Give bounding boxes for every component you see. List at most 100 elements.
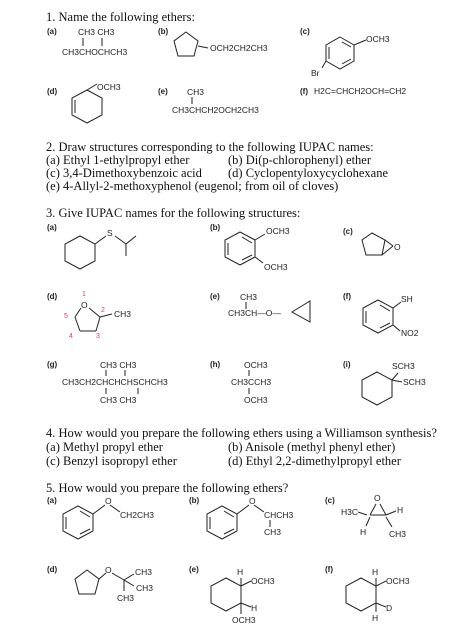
q3f-label: (f)	[343, 292, 351, 301]
q1d-sub: OCH3	[97, 82, 121, 92]
q3d-label: (d)	[47, 292, 58, 301]
q5c-left: H3C	[341, 507, 359, 517]
q1c-label: (c)	[300, 27, 310, 36]
q4b: (b) Anisole (methyl phenyl ether)	[228, 440, 396, 454]
q1b-label: (b)	[158, 27, 169, 36]
q3c-epoxide	[361, 232, 394, 256]
q1e-bond	[191, 97, 193, 104]
q5c-h2: H	[360, 527, 367, 537]
q1a-bottom: CH3CHOCHCH3	[62, 47, 128, 57]
q3i-label: (i)	[343, 360, 351, 369]
q3e-structure	[245, 300, 311, 323]
q3g-top: CH3 CH3	[100, 360, 137, 370]
q3g-label: (g)	[47, 360, 58, 369]
q3d-sub: CH3	[114, 309, 132, 319]
q3i-sub2: SCH3	[403, 377, 426, 387]
q1b-cyclopentane	[173, 31, 209, 57]
q5d-sub1: CH3	[135, 567, 153, 577]
q4d: (d) Ethyl 2,2-dimethylpropyl ether	[228, 454, 401, 468]
q1f-label: (f)	[300, 87, 308, 96]
q1d-cyclohexene	[71, 83, 103, 124]
q1f-formula: H2C=CHCH2OCH=CH2	[314, 86, 407, 96]
q1e-bottom: CH3CHCH2OCH2CH3	[172, 105, 259, 115]
q2d: (d) Cyclopentyloxycyclohexane	[228, 166, 389, 180]
q5b-benzene	[206, 504, 271, 540]
q1a-bonds	[82, 38, 103, 46]
q5b-label: (b)	[189, 496, 200, 505]
q3a-atom: S	[107, 228, 113, 238]
q1e-top: CH3	[187, 87, 205, 97]
q3f-sub1: SH	[401, 294, 413, 304]
q3a-structure	[64, 235, 137, 270]
q4a: (a) Methyl propyl ether	[46, 440, 163, 454]
q5f-sub1: OCH3	[386, 576, 410, 586]
q5c-label: (c)	[325, 496, 335, 505]
q5f-label: (f)	[325, 565, 333, 574]
q3d-n5: 5	[64, 313, 68, 320]
q3-heading: 3. Give IUPAC names for the following st…	[46, 206, 301, 220]
q5f-h1: H	[372, 567, 379, 577]
q3g-middle: CH3CH2CHCHCHSCHCH3	[62, 377, 168, 387]
q5d-sub3: CH3	[117, 593, 135, 603]
q2c: (c) 3,4-Dimethoxybenzoic acid	[46, 166, 202, 180]
q5e-h1: H	[237, 567, 244, 577]
q3f-benzene	[362, 299, 402, 334]
q5f-d: D	[386, 603, 393, 613]
q5b-sub: CHCH3	[264, 510, 294, 520]
q1c-benzene	[321, 36, 367, 70]
q5c-h1: H	[397, 505, 404, 515]
q3i-cyclohexane	[361, 371, 403, 406]
q2e: (e) 4-Allyl-2-methoxyphenol (eugenol; fr…	[46, 179, 339, 193]
q3h-top: OCH3	[244, 360, 268, 370]
q5c-epoxide	[357, 503, 397, 528]
q3b-benzene	[224, 231, 266, 266]
q5e-cyclohexane	[210, 577, 252, 614]
q5d-atom: O	[105, 565, 112, 575]
q4c: (c) Benzyl isopropyl ether	[46, 454, 177, 468]
q5c-ch3: CH3	[389, 529, 407, 539]
q3e-label: (e)	[210, 292, 220, 301]
q3a-label: (a)	[47, 223, 57, 232]
q3d-n3: 3	[96, 333, 100, 340]
q3c-label: (c)	[343, 227, 353, 236]
q1d-label: (d)	[47, 87, 58, 96]
q5e-h2: H	[251, 603, 258, 613]
q5d-structure	[74, 569, 135, 595]
q3d-n2: 2	[101, 307, 105, 314]
q3i-sub1: SCH3	[392, 361, 415, 371]
q5f-cyclohexane	[345, 577, 387, 612]
q5a-sub: CH2CH3	[120, 510, 155, 520]
q3d-n1: 1	[82, 291, 86, 298]
q5b-atom: O	[249, 496, 256, 506]
q5e-label: (e)	[189, 565, 199, 574]
q5-heading: 5. How would you prepare the following e…	[46, 481, 289, 495]
q3g-bonds	[105, 370, 139, 394]
q5a-label: (a)	[47, 496, 57, 505]
q1b-sub: OCH2CH2CH3	[210, 43, 268, 53]
q3h-bonds	[248, 370, 250, 394]
q3h-middle: CH3CCH3	[231, 377, 272, 387]
q5a-benzene	[62, 504, 121, 540]
q5e-sub1: OCH3	[251, 576, 275, 586]
q5c-atom: O	[374, 493, 381, 503]
q5b-sub2: CH3	[264, 527, 282, 537]
q3h-bottom: OCH3	[244, 395, 268, 405]
q2-heading: 2. Draw structures corresponding to the …	[46, 140, 374, 154]
q3b-sub2: OCH3	[264, 262, 288, 272]
q1a-label: (a)	[47, 27, 57, 36]
q2b: (b) Di(p-chlorophenyl) ether	[228, 153, 371, 167]
q1e-label: (e)	[158, 87, 168, 96]
q5e-sub2: OCH3	[232, 615, 256, 625]
q3g-bottom: CH3 CH3	[100, 395, 137, 405]
q3f-sub2: NO2	[401, 328, 419, 338]
q3d-n4: 4	[69, 333, 73, 340]
q5d-sub2: CH3	[136, 583, 154, 593]
q1a-top: CH3 CH3	[78, 27, 115, 37]
q3e-top: CH3	[240, 292, 258, 302]
q3c-atom: O	[394, 242, 401, 252]
q3d-atom: O	[81, 300, 88, 310]
q3e-bottom: CH3CH—O—	[228, 308, 281, 318]
q5d-label: (d)	[47, 565, 58, 574]
q1-heading: 1. Name the following ethers:	[46, 10, 195, 24]
q5f-h2: H	[372, 613, 379, 623]
